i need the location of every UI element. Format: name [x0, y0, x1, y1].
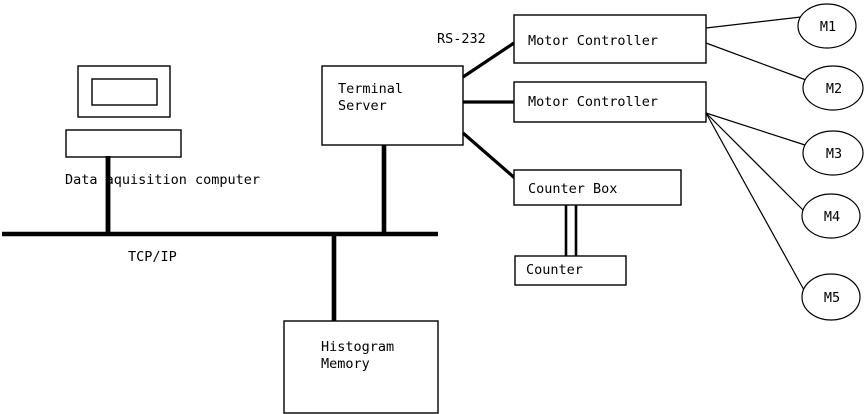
terminal-server-label-line2: Server [338, 98, 387, 114]
counter-label: Counter [526, 262, 583, 278]
motor-m2-label: M2 [826, 81, 842, 97]
counter-box-label: Counter Box [528, 181, 617, 197]
computer-caption-label: Data aquisition computer [65, 172, 260, 188]
motor-link-mc1-to-m2 [705, 42, 807, 81]
motor-m1-ellipse [797, 3, 857, 49]
counter-box [514, 255, 627, 286]
rs232-link-to-motor-controller-1 [462, 41, 515, 79]
motor-link-mc2-to-m5 [705, 112, 805, 291]
motor-m2-ellipse [802, 65, 864, 111]
terminal-server-box [321, 65, 464, 146]
terminal-server-label-line1: Terminal [338, 81, 403, 97]
motor-controller-2-box [513, 81, 707, 123]
rs232-link-to-counter-box [461, 131, 519, 182]
motor-controller-2-label: Motor Controller [528, 94, 658, 110]
rs232-label: RS-232 [437, 31, 486, 47]
motor-controller-1-box [513, 14, 707, 64]
motor-m3-label: M3 [826, 146, 842, 162]
motor-controller-1-label: Motor Controller [528, 33, 658, 49]
computer-base-unit [65, 129, 182, 158]
motor-m4-label: M4 [824, 209, 840, 225]
histogram-memory-label-line1: Histogram [321, 339, 394, 355]
motor-link-mc2-to-m4 [705, 112, 804, 211]
histogram-memory-box [283, 320, 439, 414]
motor-m3-ellipse [802, 130, 864, 176]
motor-m4-ellipse [801, 193, 861, 239]
tcpip-bus-label: TCP/IP [128, 249, 177, 265]
motor-link-mc2-to-m3 [705, 112, 806, 146]
motor-m1-label: M1 [820, 19, 836, 35]
motor-m5-label: M5 [824, 290, 840, 306]
counter-box-box [513, 169, 682, 206]
histogram-memory-label-line2: Memory [321, 356, 370, 372]
monitor-screen [91, 78, 158, 106]
motor-link-mc1-to-m1 [705, 16, 802, 29]
motor-m5-ellipse [801, 273, 861, 321]
